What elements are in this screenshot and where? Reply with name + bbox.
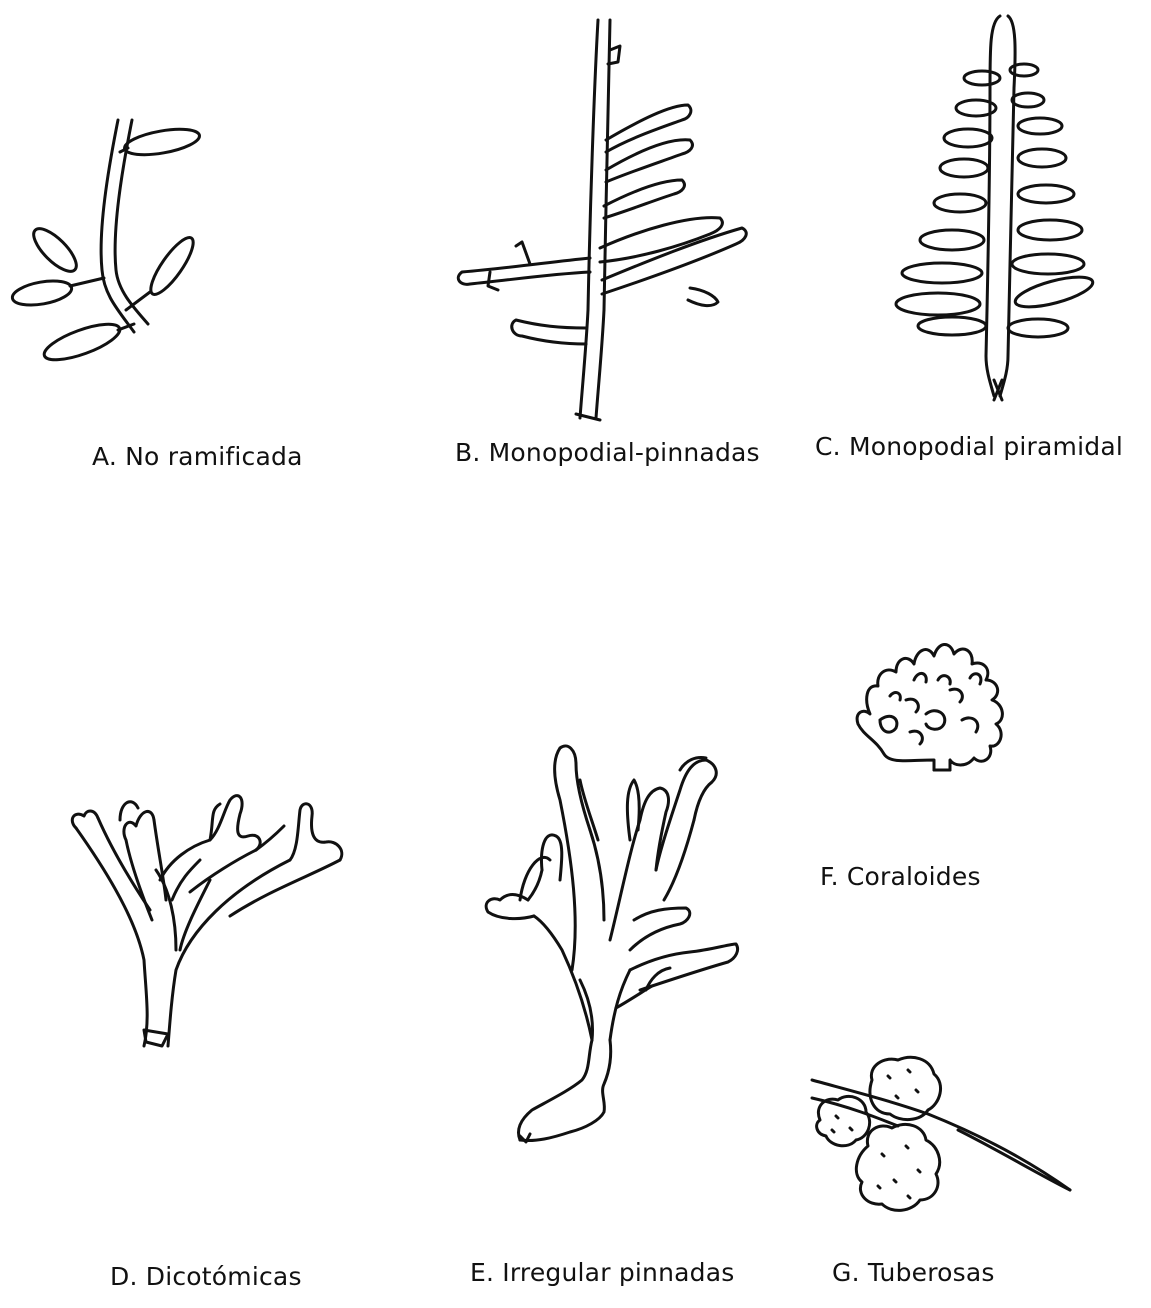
drawing-dicotomicas xyxy=(60,780,360,1060)
caption-dicotomicas: D. Dicotómicas xyxy=(110,1262,302,1291)
drawing-monopodial-piramidal xyxy=(890,8,1100,408)
caption-monopodial-piramidal: C. Monopodial piramidal xyxy=(815,432,1123,461)
caption-tuberosas: G. Tuberosas xyxy=(832,1258,995,1287)
caption-no-ramificada: A. No ramificada xyxy=(92,442,303,471)
drawing-no-ramificada xyxy=(0,110,220,370)
drawing-monopodial-pinnadas xyxy=(450,10,760,430)
drawing-irregular-pinnadas xyxy=(480,740,750,1150)
caption-monopodial-pinnadas: B. Monopodial-pinnadas xyxy=(455,438,760,467)
caption-irregular-pinnadas: E. Irregular pinnadas xyxy=(470,1258,734,1287)
drawing-tuberosas xyxy=(808,1050,1078,1230)
drawing-coraloides xyxy=(850,620,1020,785)
caption-coraloides: F. Coraloides xyxy=(820,862,981,891)
